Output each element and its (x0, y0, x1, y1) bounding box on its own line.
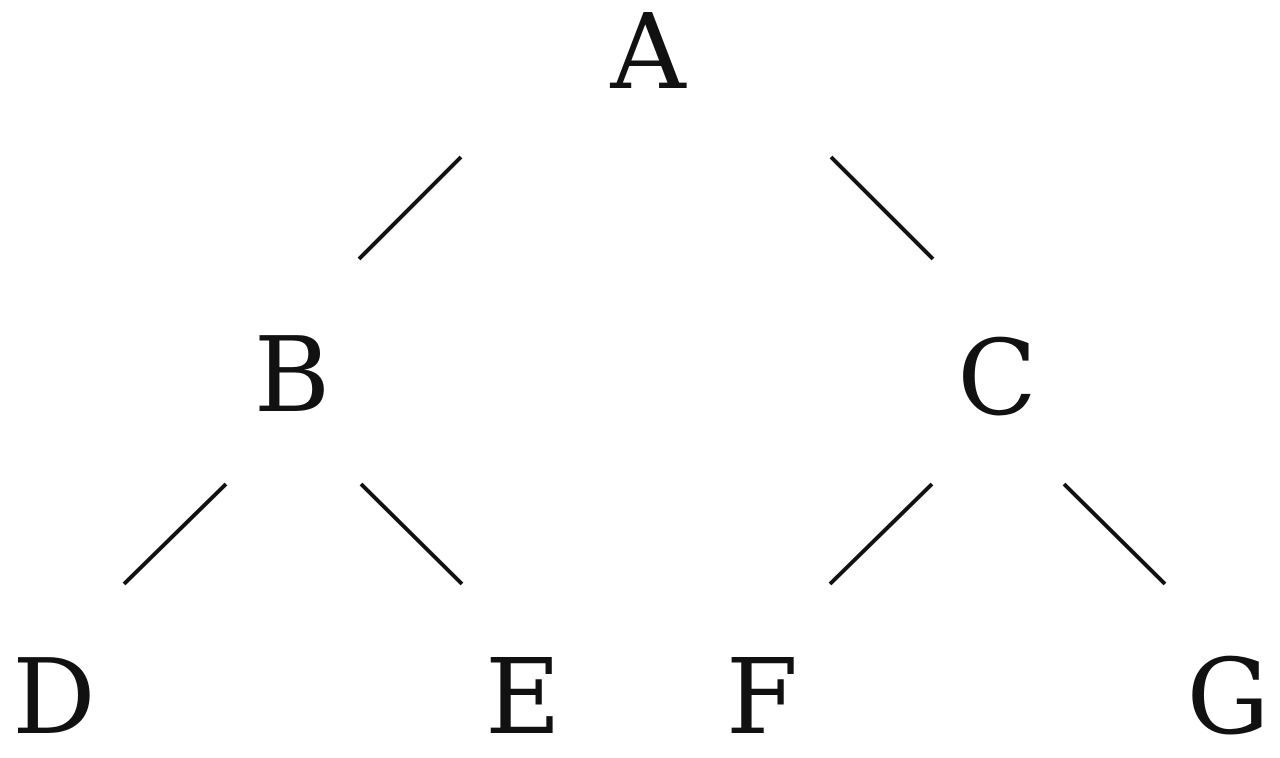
node-c: C (957, 317, 1037, 439)
node-f: F (725, 636, 799, 758)
node-a: A (610, 0, 686, 113)
edge-A-C (829, 155, 935, 261)
edge-C-G (1062, 482, 1167, 586)
edge-C-F (828, 482, 934, 586)
edge-B-E (359, 482, 464, 586)
edge-A-B (357, 155, 463, 261)
node-g: G (1186, 636, 1270, 758)
node-d: D (12, 636, 96, 758)
node-b: B (253, 314, 331, 436)
edge-B-D (122, 482, 228, 586)
node-e: E (485, 636, 561, 758)
